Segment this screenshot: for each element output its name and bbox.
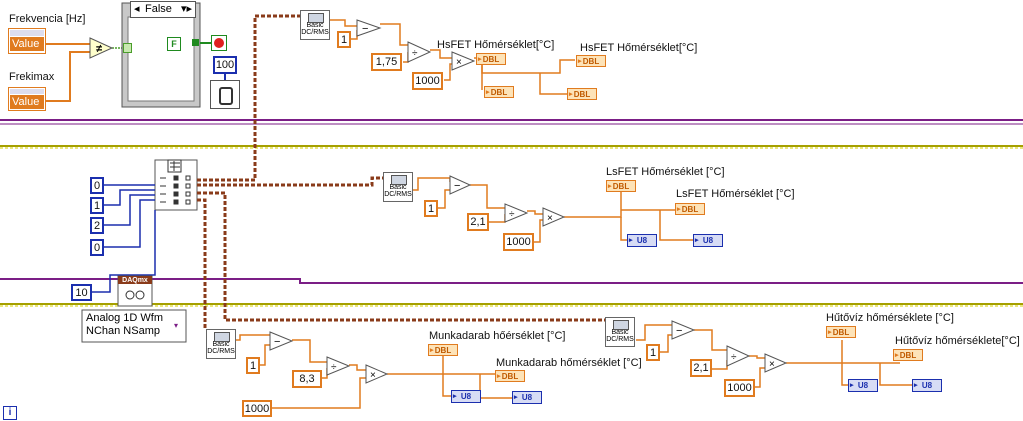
svg-text:÷: ÷: [412, 48, 418, 59]
basic-dc-rms-munka[interactable]: Basic DC/RMS: [206, 329, 236, 359]
polymorphic-dropdown-icon[interactable]: ▾: [174, 321, 179, 330]
basic-dc-rms-lsfet[interactable]: Basic DC/RMS: [383, 172, 413, 202]
svg-text:≠: ≠: [96, 43, 102, 55]
svg-text:÷: ÷: [331, 362, 337, 373]
munka-indicator-u8-2[interactable]: U8: [512, 391, 542, 404]
polymorphic-selector-text: Analog 1D Wfm NChan NSamp: [86, 312, 164, 337]
munka-const-3[interactable]: 1000: [242, 400, 272, 417]
hsfet-const-1[interactable]: 1: [337, 31, 351, 48]
lsfet-wires[interactable]: [413, 177, 693, 243]
error-wire-top[interactable]: [0, 145, 1023, 149]
frekvencia-value: Value: [10, 37, 44, 51]
hsfet-indicator-4[interactable]: DBL: [567, 88, 597, 101]
svg-text:−: −: [274, 336, 280, 348]
munka-indicator-u8-1[interactable]: U8: [451, 390, 481, 403]
lsfet-indicator-1[interactable]: DBL: [606, 180, 636, 193]
false-constant[interactable]: F: [167, 37, 181, 51]
hsfet-label-1: HsFET Hőmérséklet[°C]: [437, 39, 555, 51]
lsfet-indicator-2[interactable]: DBL: [675, 203, 705, 216]
case-output-tunnel: [192, 39, 199, 46]
svg-text:×: ×: [456, 57, 462, 68]
lsfet-label-2: LsFET Hőmérséklet [°C]: [676, 188, 795, 200]
svg-text:÷: ÷: [731, 352, 737, 363]
svg-text:×: ×: [769, 359, 775, 370]
frekvencia-label: Frekvencia [Hz]: [9, 13, 86, 25]
lsfet-const-3[interactable]: 1000: [503, 233, 534, 251]
lsfet-indicator-u8-1[interactable]: U8: [627, 234, 657, 247]
svg-text:×: ×: [547, 213, 553, 224]
hsfet-indicator-1[interactable]: DBL: [476, 53, 506, 66]
daqmx-title: DAQmx: [122, 277, 148, 284]
svg-text:÷: ÷: [509, 209, 515, 220]
hutoviz-const-1[interactable]: 1: [646, 344, 660, 361]
channel-constant-2[interactable]: 2: [90, 217, 104, 234]
hutoviz-label-2: Hűtővíz hőmérséklete[°C]: [895, 335, 1020, 347]
error-wire-lower[interactable]: [0, 303, 1023, 307]
channel-wires[interactable]: [92, 184, 156, 293]
munka-const-2[interactable]: 8,3: [292, 370, 322, 388]
basic-dc-rms-hsfet[interactable]: Basic DC/RMS: [300, 10, 330, 40]
frekimax-control[interactable]: Value: [8, 87, 46, 111]
lsfet-indicator-u8-2[interactable]: U8: [693, 234, 723, 247]
hutoviz-label-1: Hűtővíz hőmérséklete [°C]: [826, 312, 954, 324]
lsfet-const-2[interactable]: 2,1: [467, 213, 489, 231]
svg-text:−: −: [362, 23, 368, 35]
frekvencia-control[interactable]: Value: [8, 28, 46, 54]
info-icon[interactable]: i: [3, 406, 17, 420]
case-dropdown-icon[interactable]: ▾▸: [180, 3, 192, 15]
hsfet-const-2[interactable]: 1,75: [371, 53, 402, 71]
wire-frekimax[interactable]: [45, 51, 90, 102]
wait-node-icon[interactable]: [210, 80, 240, 109]
munka-indicator-1[interactable]: DBL: [428, 344, 458, 357]
wait-ms-constant[interactable]: 100: [213, 56, 237, 74]
task-wire[interactable]: [0, 119, 1023, 125]
munka-label-2: Munkadarab hőmérséklet [°C]: [496, 357, 642, 369]
waveform-wires[interactable]: [197, 14, 605, 330]
stop-button-icon[interactable]: [211, 35, 227, 51]
not-equal-node[interactable]: [89, 37, 114, 59]
case-input-tunnel: [123, 43, 132, 53]
svg-text:−: −: [454, 180, 460, 192]
case-selector[interactable]: ◂ False ▾▸: [130, 1, 196, 18]
polymorphic-selector[interactable]: [81, 309, 187, 343]
lsfet-label-1: LsFET Hőmérséklet [°C]: [606, 166, 725, 178]
hutoviz-const-3[interactable]: 1000: [724, 379, 755, 397]
case-left-arrow[interactable]: ◂: [134, 3, 140, 15]
munka-const-1[interactable]: 1: [246, 357, 260, 374]
hsfet-indicator-2[interactable]: DBL: [484, 86, 514, 99]
svg-text:−: −: [676, 325, 682, 337]
task-wire-lower[interactable]: [0, 278, 1023, 284]
munka-indicator-2[interactable]: DBL: [495, 370, 525, 383]
frekimax-label: Frekimax: [9, 71, 55, 83]
frekimax-value: Value: [10, 95, 44, 109]
samples-constant[interactable]: 10: [71, 284, 92, 301]
svg-text:×: ×: [370, 370, 376, 381]
basic-dc-rms-hutoviz[interactable]: Basic DC/RMS: [605, 317, 635, 347]
lsfet-const-1[interactable]: 1: [424, 200, 438, 217]
hutoviz-indicator-u8-2[interactable]: U8: [912, 379, 942, 392]
hutoviz-indicator-1[interactable]: DBL: [826, 326, 856, 339]
hutoviz-const-2[interactable]: 2,1: [690, 359, 712, 377]
hsfet-const-3[interactable]: 1000: [412, 72, 443, 90]
hsfet-label-2: HsFET Hőmérséklet[°C]: [580, 42, 698, 54]
case-selector-value: False: [145, 3, 172, 15]
hutoviz-indicator-u8-1[interactable]: U8: [848, 379, 878, 392]
channel-constant-3[interactable]: 0: [90, 239, 104, 256]
channel-constant-0[interactable]: 0: [90, 177, 104, 194]
munka-label-1: Munkadarab hőérséklet [°C]: [429, 330, 566, 342]
hutoviz-indicator-2[interactable]: DBL: [893, 349, 923, 362]
hsfet-indicator-3[interactable]: DBL: [576, 55, 606, 68]
channel-constant-1[interactable]: 1: [90, 197, 104, 214]
